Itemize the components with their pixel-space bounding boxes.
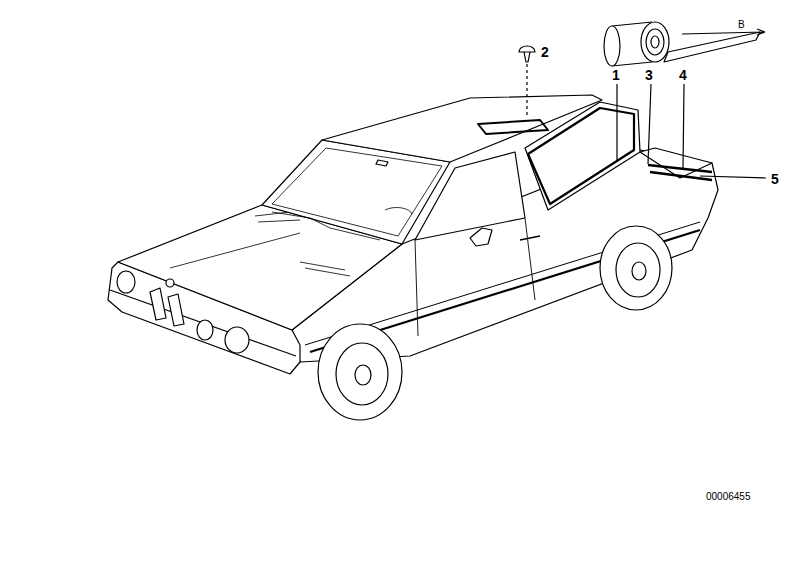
callout-number: 3: [645, 68, 653, 82]
callout-number: 1: [612, 68, 620, 82]
drawing-number: 00006455: [706, 492, 751, 502]
callout-number: 2: [541, 45, 549, 59]
callout-number: 4: [679, 68, 687, 82]
callout-number: 5: [771, 172, 779, 186]
dimension-label: B: [738, 20, 745, 30]
